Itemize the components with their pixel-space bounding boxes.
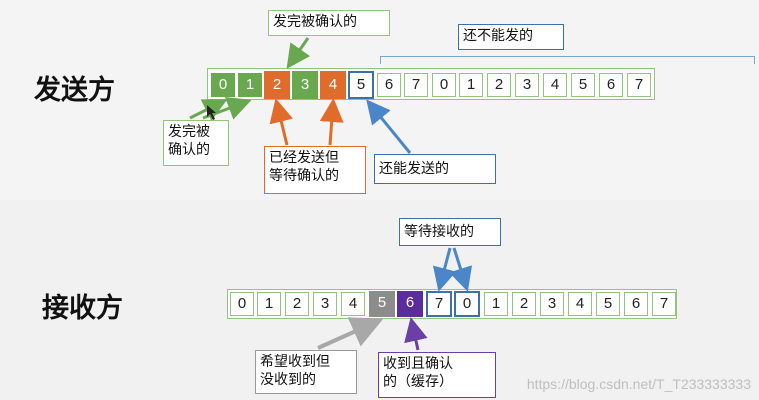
sender-cell-2: 2 [264, 71, 290, 99]
receiver-cell-5: 5 [369, 291, 395, 317]
receiver-cell-3: 3 [313, 292, 337, 316]
arrow-received [404, 317, 428, 351]
receiver-cell-15: 7 [652, 292, 676, 316]
label-received: 收到且确认 的（缓存） [378, 352, 496, 398]
watermark: https://blog.csdn.net/T_T233333333 [526, 376, 751, 392]
receiver-cell-7: 7 [426, 291, 452, 317]
sender-cell-1: 1 [238, 73, 262, 97]
arrow-expected [317, 317, 384, 350]
arrow-sent-waiting-2 [319, 98, 344, 146]
sender-cell-15: 7 [627, 73, 651, 97]
label-waiting: 等待接收的 [399, 218, 501, 246]
receiver-cell-11: 3 [540, 292, 564, 316]
receiver-cell-1: 1 [257, 292, 281, 316]
sender-cell-3: 3 [292, 71, 318, 99]
label-sendable: 还能发送的 [374, 154, 496, 184]
receiver-cell-6: 6 [397, 291, 423, 317]
sender-cell-12: 4 [543, 73, 567, 97]
sender-cell-0: 0 [211, 73, 235, 97]
sender-cell-8: 0 [432, 73, 456, 97]
arrow-waiting-1 [432, 247, 457, 292]
arrow-sent-waiting-1 [269, 98, 293, 146]
receiver-cell-8: 0 [454, 291, 480, 317]
arrow-acked-left-1 [189, 99, 228, 121]
receiver-cell-4: 4 [341, 292, 365, 316]
receiver-cell-10: 2 [512, 292, 536, 316]
sender-cell-5: 5 [348, 71, 374, 99]
label-expected: 希望收到但 没收到的 [255, 350, 357, 394]
arrow-waiting-2 [449, 247, 473, 292]
sender-cell-6: 6 [377, 73, 401, 97]
sender-title: 发送方 [34, 75, 115, 106]
not-sendable-brace [380, 56, 755, 64]
receiver-cell-14: 6 [624, 292, 648, 316]
sender-cell-14: 6 [599, 73, 623, 97]
sender-cell-7: 7 [404, 73, 428, 97]
sender-cell-9: 1 [459, 73, 483, 97]
sender-cell-4: 4 [320, 71, 346, 99]
label-acked-left: 发完被 确认的 [163, 120, 229, 166]
arrow-acked-top [286, 37, 311, 69]
sender-cell-11: 3 [515, 73, 539, 97]
receiver-cell-9: 1 [484, 292, 508, 316]
receiver-cell-13: 5 [596, 292, 620, 316]
label-not-sendable: 还不能发的 [458, 24, 564, 50]
receiver-cell-2: 2 [285, 292, 309, 316]
label-sent-waiting: 已经发送但 等待确认的 [264, 146, 366, 194]
receiver-cell-0: 0 [230, 292, 254, 316]
cursor-icon [207, 105, 216, 120]
arrow-sendable [366, 99, 412, 154]
label-acked-top: 发完被确认的 [268, 10, 390, 36]
sender-cell-13: 5 [571, 73, 595, 97]
receiver-cell-12: 4 [568, 292, 592, 316]
receiver-title: 接收方 [42, 293, 123, 324]
sender-cell-10: 2 [487, 73, 511, 97]
arrow-acked-left-2 [202, 97, 252, 120]
